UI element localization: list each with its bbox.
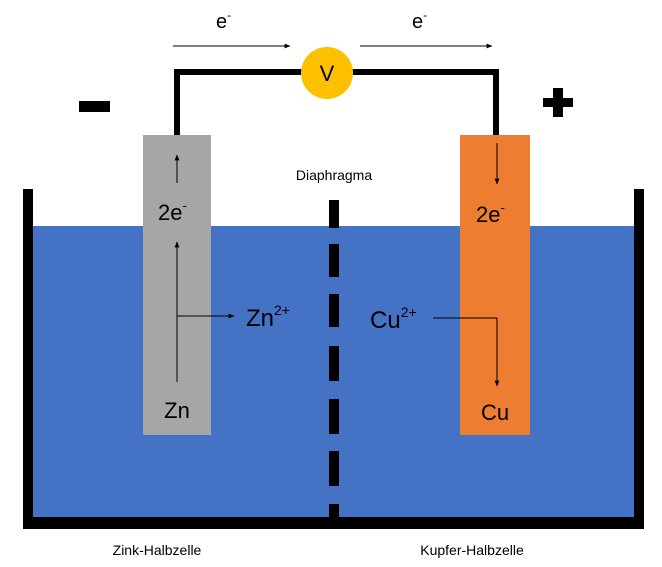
beaker-right-wall bbox=[634, 189, 644, 529]
copper-ion-label: Cu2+ bbox=[370, 304, 417, 334]
copper-halfcell-caption: Kupfer-Halbzelle bbox=[420, 542, 524, 558]
zinc-halfcell-caption: Zink-Halbzelle bbox=[113, 542, 202, 558]
electron-label-right: e- bbox=[412, 8, 427, 33]
voltmeter-label: V bbox=[320, 61, 335, 86]
plus-sign bbox=[543, 88, 573, 117]
copper-electrode bbox=[460, 135, 530, 435]
zinc-element-label: Zn bbox=[164, 398, 190, 423]
minus-sign bbox=[79, 101, 110, 112]
diaphragm bbox=[329, 200, 339, 529]
electron-label-left: e- bbox=[216, 8, 231, 33]
zinc-electrons-label: 2e- bbox=[158, 198, 187, 225]
zinc-ion-label: Zn2+ bbox=[246, 302, 290, 332]
voltmeter bbox=[301, 47, 353, 99]
diaphragm-label: Diaphragma bbox=[296, 167, 372, 183]
copper-element-label: Cu bbox=[481, 400, 509, 425]
copper-electrons-label: 2e- bbox=[476, 200, 505, 227]
beaker-left-wall bbox=[23, 189, 33, 529]
